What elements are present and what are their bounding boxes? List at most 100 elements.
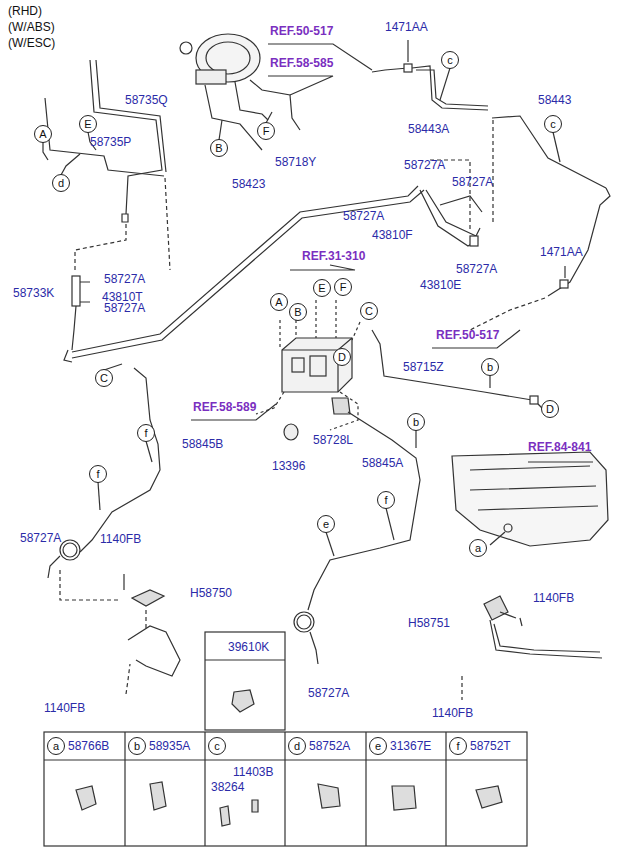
callout-circle: c — [441, 51, 459, 69]
callout-circle: D — [541, 400, 559, 418]
callout-letter: b — [134, 740, 140, 752]
reference-label: REF.58-585 — [270, 56, 333, 70]
part-number: 58727A — [104, 301, 145, 315]
callout-letter: A — [275, 296, 282, 308]
abs-module — [256, 300, 360, 430]
callout-letter: e — [375, 740, 381, 752]
part-number: 31367E — [390, 739, 431, 753]
callout-letter: e — [323, 518, 329, 530]
part-number: 58718Y — [275, 155, 316, 169]
callout-circle: e — [317, 515, 335, 533]
reference-label: REF.50-517 — [270, 24, 333, 38]
part-number: 39610K — [228, 640, 269, 654]
part-number: 58715Z — [403, 360, 444, 374]
part-number: 58766B — [68, 739, 109, 753]
part-number: 58735Q — [125, 93, 168, 107]
callout-circle: b — [481, 358, 499, 376]
callout-circle: f — [89, 465, 107, 483]
part-number: 1471AA — [540, 245, 583, 259]
callout-circle: f — [377, 491, 395, 509]
callout-letter: F — [340, 281, 347, 293]
callout-letter: f — [96, 468, 99, 480]
part-number: 58727A — [308, 686, 349, 700]
reference-label: REF.31-310 — [302, 249, 365, 263]
callout-letter: B — [294, 306, 301, 318]
callout-circle: B — [210, 139, 228, 157]
part-number: H58750 — [190, 586, 232, 600]
part-number: 58752T — [470, 739, 511, 753]
callout-circle: e — [369, 737, 387, 755]
part-number: 1140FB — [432, 706, 473, 720]
callout-letter: c — [447, 54, 453, 66]
callout-circle: f — [137, 424, 155, 442]
part-number: 43810E — [420, 278, 461, 292]
callout-circle: A — [270, 293, 288, 311]
callout-circle: F — [257, 122, 275, 140]
spec-note: (W/ABS) — [8, 20, 55, 34]
callout-circle: C — [360, 302, 378, 320]
part-number: 13396 — [272, 459, 305, 473]
callout-circle: A — [34, 125, 52, 143]
callout-letter: c — [550, 118, 556, 130]
callout-circle: b — [407, 413, 425, 431]
part-number: 58443A — [408, 122, 449, 136]
part-number: 58423 — [232, 177, 265, 191]
dash-panel — [452, 452, 608, 546]
callout-circle: d — [288, 737, 306, 755]
callout-letter: E — [318, 282, 325, 294]
part-number: 58727A — [343, 209, 384, 223]
callout-circle: B — [289, 303, 307, 321]
part-number: 1471AA — [385, 20, 428, 34]
part-number: 1140FB — [100, 532, 141, 546]
callout-letter: f — [456, 740, 459, 752]
callout-letter: C — [365, 305, 373, 317]
part-number: 58733K — [13, 286, 54, 300]
part-number: 58728L — [313, 433, 353, 447]
callout-circle: c — [544, 115, 562, 133]
brake-booster — [180, 34, 260, 84]
reference-label: REF.58-589 — [193, 400, 256, 414]
callout-circle: C — [95, 369, 113, 387]
part-number: 58727A — [20, 531, 61, 545]
part-number: 43810F — [372, 228, 413, 242]
callout-letter: d — [58, 177, 64, 189]
part-number: 58727A — [456, 262, 497, 276]
part-number: 58727A — [404, 158, 445, 172]
callout-letter: E — [84, 118, 91, 130]
callout-letter: D — [338, 351, 346, 363]
callout-letter: F — [263, 125, 270, 137]
callout-letter: b — [487, 361, 493, 373]
callout-letter: D — [546, 403, 554, 415]
callout-circle: E — [313, 279, 331, 297]
callout-circle: d — [52, 174, 70, 192]
reference-label: REF.84-841 — [528, 440, 591, 454]
callout-letter: d — [294, 740, 300, 752]
callout-letter: f — [384, 494, 387, 506]
part-number: 1140FB — [44, 701, 85, 715]
part-number: 1140FB — [533, 591, 574, 605]
part-number: 58727A — [104, 272, 145, 286]
callout-circle: a — [469, 539, 487, 557]
callout-circle: D — [333, 348, 351, 366]
callout-circle: a — [47, 737, 65, 755]
callout-letter: f — [144, 427, 147, 439]
callout-letter: a — [475, 542, 481, 554]
part-number: 58735P — [90, 135, 131, 149]
callout-circle: f — [449, 737, 467, 755]
part-number: 38264 — [211, 780, 244, 794]
part-number: 58443 — [538, 93, 571, 107]
callout-letter: c — [214, 740, 220, 752]
callout-letter: b — [413, 416, 419, 428]
part-number: 58752A — [309, 739, 350, 753]
callout-letter: C — [100, 372, 108, 384]
part-number: 58845A — [362, 456, 403, 470]
callout-letter: A — [39, 128, 46, 140]
part-number: 58845B — [182, 437, 223, 451]
reference-label: REF.50-517 — [436, 328, 499, 342]
spec-note: (RHD) — [8, 4, 42, 18]
callout-letter: B — [215, 142, 222, 154]
callout-circle: b — [128, 737, 146, 755]
spec-note: (W/ESC) — [8, 36, 55, 50]
callout-circle: c — [208, 737, 226, 755]
callout-circle: F — [334, 278, 352, 296]
